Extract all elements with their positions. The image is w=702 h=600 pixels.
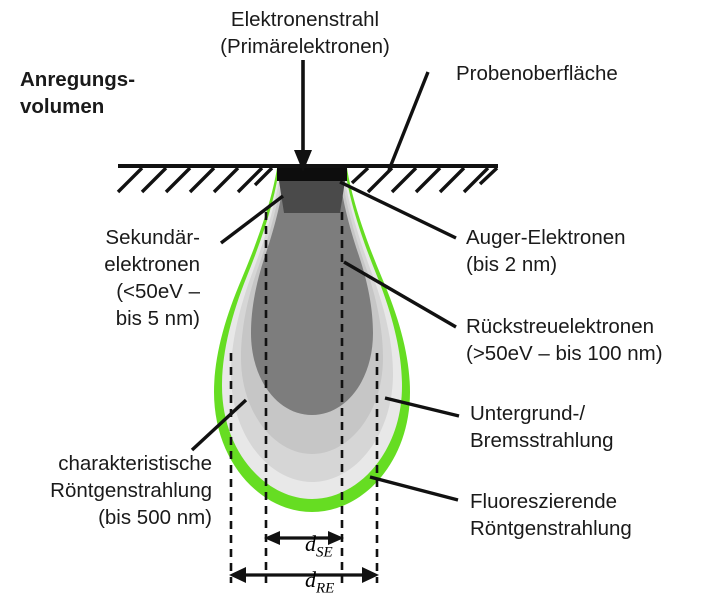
dre-subscript: RE	[316, 580, 335, 597]
excitation-volume-title: Anregungs- volumen	[20, 68, 136, 118]
dimension-label-dre: dRE	[283, 541, 334, 600]
dse-symbol: d	[305, 531, 316, 556]
label-fluorescent-xray: Fluoreszierende Röntgenstrahlung	[470, 490, 632, 540]
label-characteristic-xray: charakteristische Röntgenstrahlung (bis …	[50, 452, 212, 529]
leader-lines	[190, 71, 460, 502]
label-backscattered-electrons: Rückstreuelektronen (>50eV – bis 100 nm)	[466, 315, 663, 365]
leader-characteristic	[190, 398, 248, 452]
label-secondary-electrons: Sekundär- elektronen (<50eV – bis 5 nm)	[104, 226, 200, 330]
label-background-bremsstrahlung: Untergrund-/ Bremsstrahlung	[470, 402, 614, 452]
leader-surface	[387, 71, 430, 171]
label-electron-beam: Elektronenstrahl (Primärelektronen)	[220, 8, 390, 58]
label-auger-electrons: Auger-Elektronen (bis 2 nm)	[466, 226, 626, 276]
leader-secondary	[219, 194, 285, 245]
leader-auger	[339, 180, 457, 240]
label-sample-surface: Probenoberfläche	[456, 62, 618, 85]
dimension-arrow-dre	[229, 567, 379, 583]
dimension-label-dse: dSE	[283, 505, 333, 587]
dimension-arrow-dse	[264, 531, 344, 545]
dre-symbol: d	[305, 567, 316, 592]
measurement-guides	[229, 212, 379, 583]
dse-subscript: SE	[316, 544, 333, 561]
electron-beam-arrow	[294, 60, 312, 172]
leader-fluorescent	[369, 475, 459, 502]
zone-beam-entry-black	[277, 165, 347, 181]
leader-backscatter	[343, 260, 457, 329]
leader-background	[384, 396, 460, 418]
sample-surface	[116, 164, 499, 194]
